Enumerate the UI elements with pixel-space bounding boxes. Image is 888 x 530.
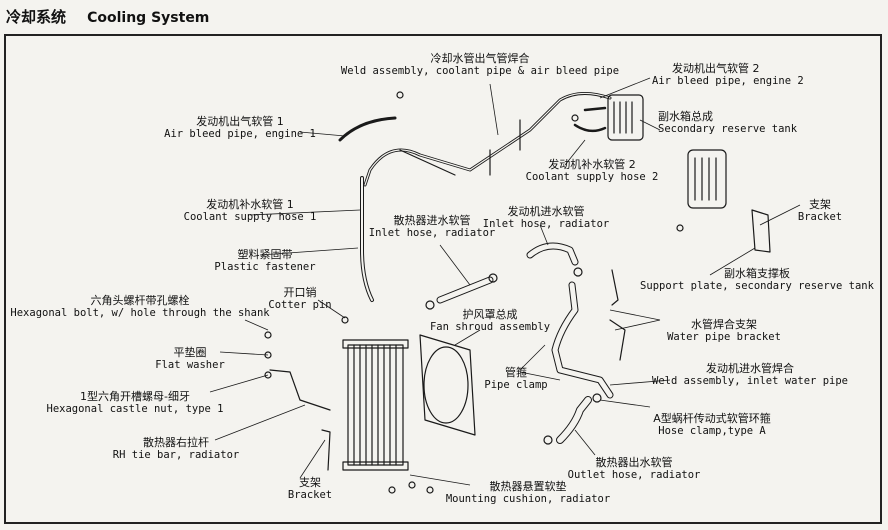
label-castle-nut: 1型六角开槽螺母-细牙 Hexagonal castle nut, type 1 <box>46 390 224 415</box>
reserve-tank-right <box>687 149 727 209</box>
label-inlet-hose-radiator: 散热器进水软管 Inlet hose, radiator <box>368 214 496 239</box>
label-mounting-cushion: 散热器悬置软垫 Mounting cushion, radiator <box>445 480 611 505</box>
label-flat-washer: 平垫圈 Flat washer <box>155 346 225 371</box>
page-header: 冷却系统 Cooling System <box>6 6 209 32</box>
radiator-core <box>347 344 404 466</box>
label-support-plate: 副水箱支撑板 Support plate, secondary reserve … <box>640 267 874 292</box>
label-pipe-clamp: 管箍 Pipe clamp <box>484 366 548 391</box>
label-air-bleed-2: 发动机出气软管 2 Air bleed pipe, engine 2 <box>652 62 804 87</box>
label-weld-inlet: 发动机进水管焊合 Weld assembly, inlet water pipe <box>652 362 848 387</box>
label-coolant-supply-1: 发动机补水软管 1 Coolant supply hose 1 <box>183 198 317 223</box>
label-fan-shroud: 护风罩总成 Fan shroud assembly <box>429 308 551 333</box>
label-air-bleed-1: 发动机出气软管 1 Air bleed pipe, engine 1 <box>164 115 316 140</box>
rh-tie-bar <box>269 369 331 411</box>
label-plastic-fastener: 塑料紧固带 Plastic fastener <box>214 248 316 273</box>
reserve-tank-top <box>607 94 644 141</box>
label-hose-clamp: A型蜗杆传动式软管环箍 Hose clamp,type A <box>653 412 771 437</box>
label-coolant-supply-2: 发动机补水软管 2 Coolant supply hose 2 <box>525 158 659 183</box>
label-reserve-tank: 副水箱总成 Secondary reserve tank <box>658 110 798 135</box>
label-engine-inlet-hose: 发动机进水软管 Inlet hose, radiator <box>482 205 610 230</box>
label-hex-bolt: 六角头螺杆带孔螺栓 Hexagonal bolt, w/ hole throug… <box>10 294 270 319</box>
label-bracket-bottom: 支架 Bracket <box>287 476 333 501</box>
label-cotter-pin: 开口销 Cotter pin <box>268 286 332 311</box>
title-english: Cooling System <box>87 10 210 26</box>
title-chinese: 冷却系统 <box>6 8 67 26</box>
air-bleed-pipe-1 <box>338 116 397 142</box>
label-outlet-hose: 散热器出水软管 Outlet hose, radiator <box>567 456 701 481</box>
fan-shroud <box>419 334 476 436</box>
label-bracket-top: 支架 Bracket <box>797 198 843 223</box>
diagram-frame <box>4 34 882 524</box>
label-water-pipe-bracket: 水管焊合支架 Water pipe bracket <box>667 318 781 343</box>
label-weld-coolant: 冷却水管出气管焊合 Weld assembly, coolant pipe & … <box>340 52 620 77</box>
label-tie-bar: 散热器右拉杆 RH tie bar, radiator <box>112 436 240 461</box>
support-plate <box>751 209 771 253</box>
